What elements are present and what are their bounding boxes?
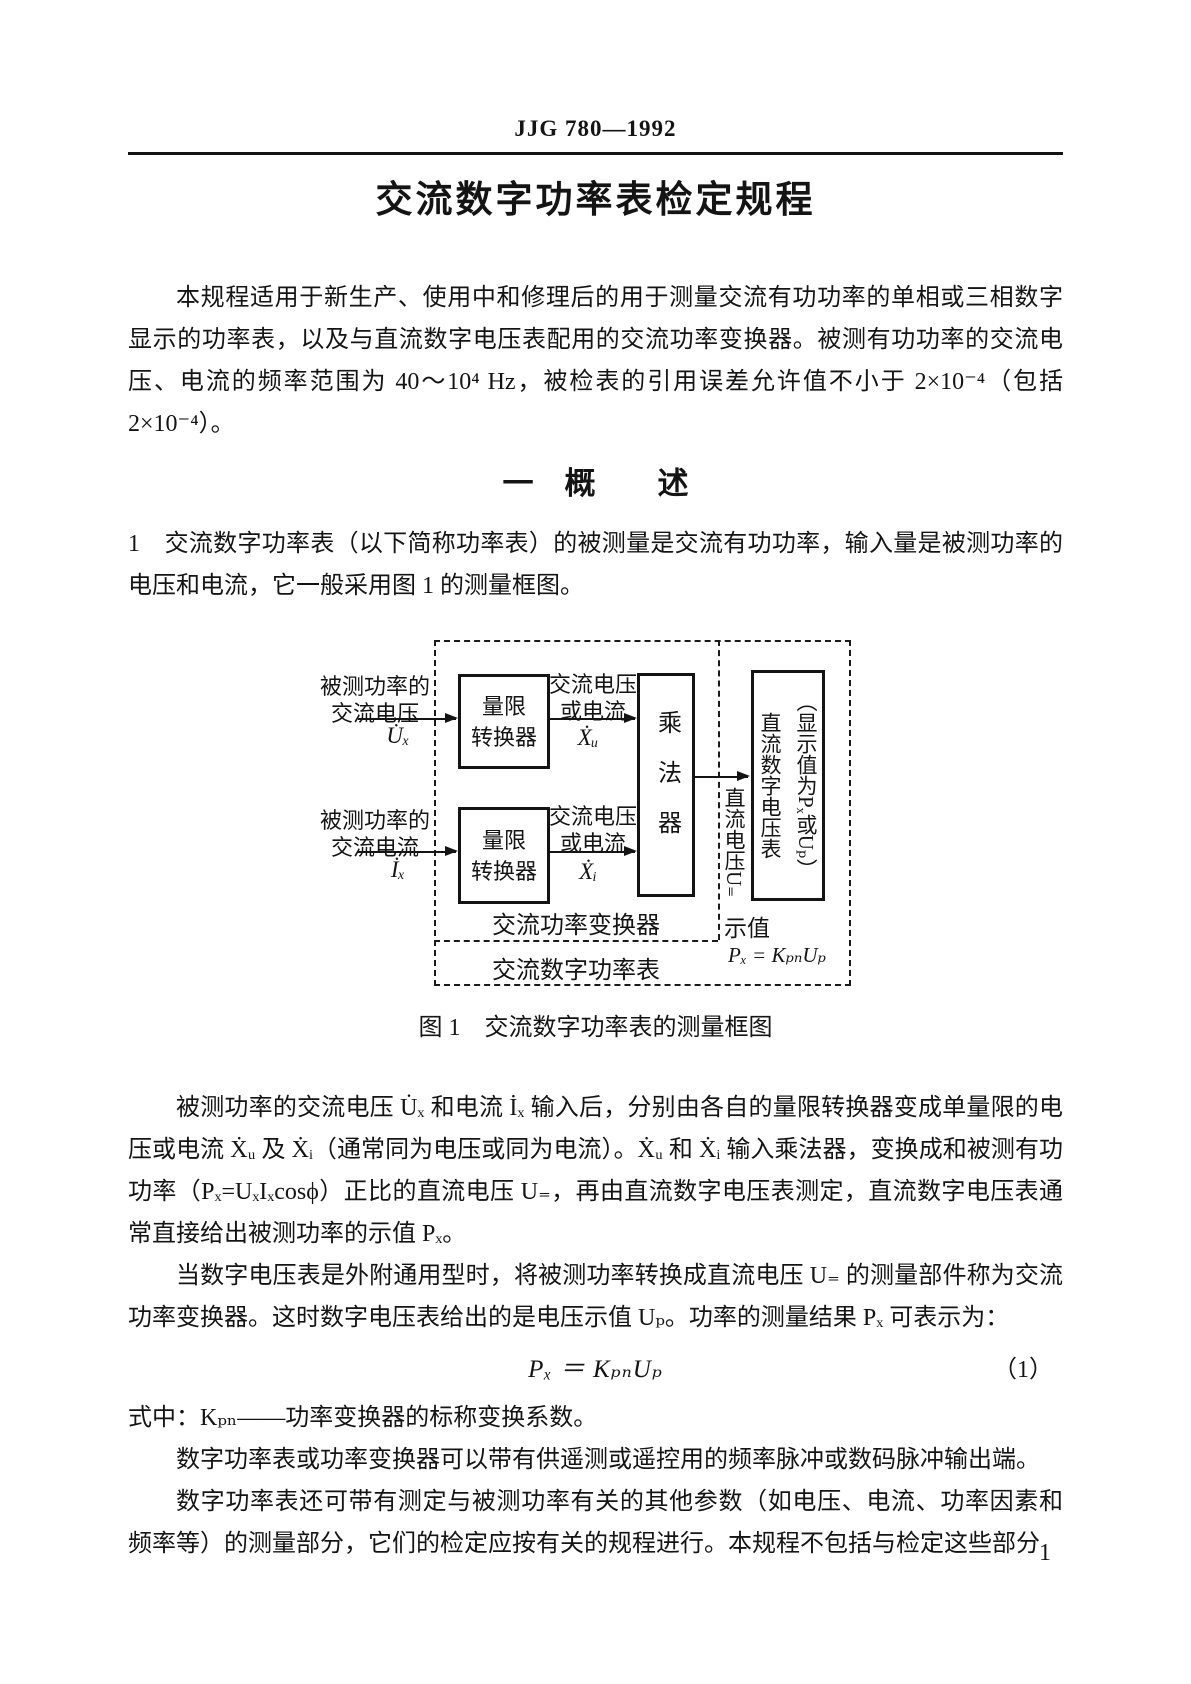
- equation-1-row: Pₓ ＝ KₚₙUₚ （1）: [128, 1349, 1063, 1391]
- converter-region-label: 交流功率变换器: [492, 913, 660, 939]
- ac-signal-symbol-2: Ẋᵢ: [579, 859, 597, 884]
- range-converter-box-1: 量限 转换器: [458, 674, 550, 769]
- header-rule: [128, 152, 1063, 155]
- arrow-x-i: [547, 846, 637, 856]
- paragraph-3: 当数字电压表是外附通用型时，将被测功率转换成直流电压 U₌ 的测量部件称为交流功…: [128, 1263, 1063, 1331]
- page-number: 1: [1039, 1540, 1051, 1566]
- arrow-x-u: [547, 713, 637, 723]
- equation-1: Pₓ ＝ KₚₙUₚ: [528, 1356, 663, 1383]
- meter-region-label: 交流数字功率表: [492, 958, 660, 984]
- range-converter-box-2: 量限 转换器: [458, 807, 550, 904]
- paragraph-6: 数字功率表还可带有测定与被测功率有关的其他参数（如电压、电流、功率因素和频率等）…: [128, 1489, 1063, 1557]
- dc-voltmeter-box: 直流数字电压表 （显示值为Pₓ或Uₚ）: [751, 670, 825, 901]
- paragraph-1: 1 交流数字功率表（以下简称功率表）的被测量是交流有功功率，输入量是被测功率的电…: [128, 531, 1063, 599]
- indication-formula: Pₓ = KₚₙUₚ: [728, 943, 826, 967]
- dc-voltage-label: 直流电压U₌: [722, 787, 746, 898]
- converter-dashed-divider: [718, 640, 720, 940]
- figure-1-block-diagram: 被测功率的 交流电压 U̇ₓ 被测功率的 交流电流 İₓ 量限 转换器 量限 转…: [128, 607, 1063, 1007]
- intro-paragraph: 本规程适用于新生产、使用中和修理后的用于测量交流有功功率的单相或三相数字显示的功…: [128, 285, 1063, 437]
- input-voltage-symbol: U̇ₓ: [386, 723, 410, 748]
- section-heading: 一 概 述: [502, 466, 689, 501]
- multiplier-label: 乘法器: [653, 710, 680, 860]
- ac-signal-symbol-1: Ẋᵤ: [577, 725, 599, 750]
- page-title: 交流数字功率表检定规程: [375, 180, 816, 221]
- converter-dashed-bottom: [434, 940, 718, 942]
- multiplier-box: 乘法器: [637, 673, 695, 897]
- paragraph-5: 数字功率表或功率变换器可以带有供遥测或遥控用的频率脉冲或数码脉冲输出端。: [176, 1447, 1040, 1473]
- doc-number: JJG 780—1992: [514, 116, 677, 141]
- meter-dashed-box: [434, 640, 851, 986]
- input-voltage-label: 被测功率的 交流电压: [319, 674, 430, 726]
- dc-voltmeter-label: 直流数字电压表 （显示值为Pₓ或Uₚ）: [758, 691, 818, 880]
- arrow-voltage-in: [358, 713, 458, 723]
- arrow-current-in: [358, 846, 458, 856]
- figure-caption: 图 1 交流数字功率表的测量框图: [418, 1015, 773, 1041]
- equation-1-number: （1）: [993, 1357, 1053, 1383]
- arrow-dc-out: [692, 771, 750, 781]
- paragraph-2: 被测功率的交流电压 U̇ₓ 和电流 İₓ 输入后，分别由各自的量限转换器变成单量…: [128, 1095, 1063, 1247]
- input-current-symbol: İₓ: [390, 857, 406, 882]
- paragraph-4-where-clause: 式中：Kₚₙ——功率变换器的标称变换系数。: [128, 1405, 598, 1431]
- input-current-label: 被测功率的 交流电流: [319, 808, 430, 860]
- indication-label: 示值: [724, 916, 770, 941]
